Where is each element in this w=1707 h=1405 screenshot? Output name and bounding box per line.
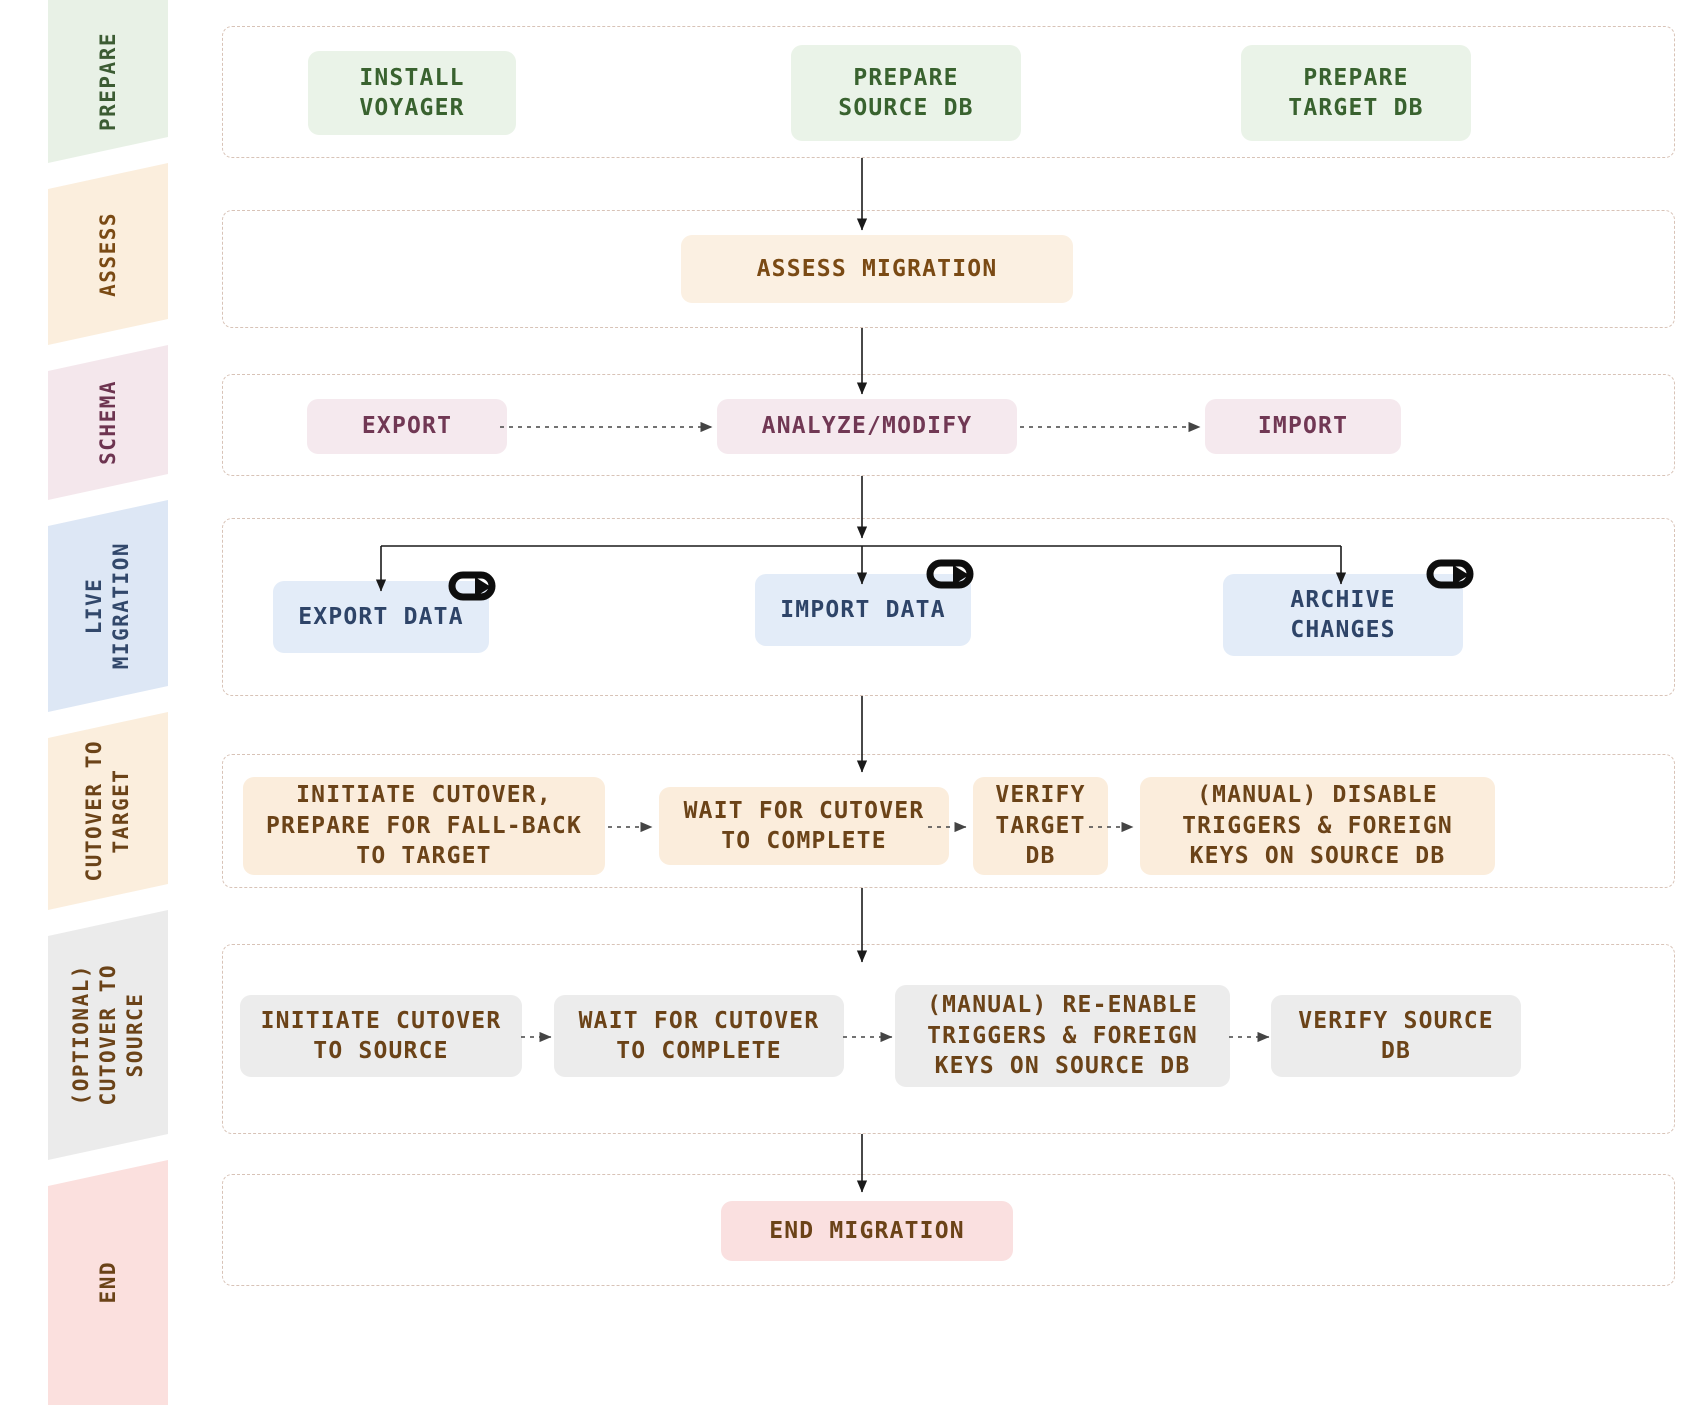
node-archive-changes[interactable]: ARCHIVE CHANGES — [1223, 574, 1463, 656]
phase-band-cutover-target[interactable]: CUTOVER TO TARGET — [48, 712, 168, 910]
repeat-loop-icon — [923, 549, 981, 593]
node-schema-analyze[interactable]: ANALYZE/MODIFY — [717, 399, 1017, 454]
phase-label-prepare: PREPARE — [95, 31, 120, 131]
node-install-voyager[interactable]: INSTALL VOYAGER — [308, 51, 516, 135]
phase-label-cutover-target: CUTOVER TO TARGET — [82, 740, 133, 882]
flow-lanes: INSTALL VOYAGER PREPARE SOURCE DB PREPARE … — [222, 0, 1677, 1405]
node-prepare-target-db[interactable]: PREPARE TARGET DB — [1241, 45, 1471, 141]
node-verify-source-db[interactable]: VERIFY SOURCE DB — [1271, 995, 1521, 1077]
node-disable-triggers-source[interactable]: (MANUAL) DISABLE TRIGGERS & FOREIGN KEYS… — [1140, 777, 1495, 875]
phase-label-assess: ASSESS — [95, 211, 120, 297]
phase-label-live-migration: LIVE MIGRATION — [82, 542, 133, 670]
node-schema-import[interactable]: IMPORT — [1205, 399, 1401, 454]
lane-cutover-source: INITIATE CUTOVER TO SOURCE WAIT FOR CUTOV… — [222, 944, 1675, 1134]
node-prepare-source-db[interactable]: PREPARE SOURCE DB — [791, 45, 1021, 141]
phase-band-live-migration[interactable]: LIVE MIGRATION — [48, 500, 168, 712]
phase-band-assess[interactable]: ASSESS — [48, 163, 168, 345]
phase-label-end: END — [95, 1261, 120, 1304]
node-wait-for-cutover-target[interactable]: WAIT FOR CUTOVER TO COMPLETE — [659, 787, 949, 865]
node-assess-migration[interactable]: ASSESS MIGRATION — [681, 235, 1073, 303]
node-reenable-triggers-source[interactable]: (MANUAL) RE-ENABLE TRIGGERS & FOREIGN KE… — [895, 985, 1230, 1087]
node-initiate-cutover-source[interactable]: INITIATE CUTOVER TO SOURCE — [240, 995, 522, 1077]
phase-band-end[interactable]: END — [48, 1160, 168, 1405]
node-wait-for-cutover-source[interactable]: WAIT FOR CUTOVER TO COMPLETE — [554, 995, 844, 1077]
phase-rail: PREPARE ASSESS SCHEMA LIVE MIGRATION CUTOVER… — [48, 0, 168, 1405]
phase-band-schema[interactable]: SCHEMA — [48, 345, 168, 500]
repeat-loop-icon — [445, 561, 503, 605]
phase-label-cutover-source: (OPTIONAL) CUTOVER TO SOURCE — [68, 964, 147, 1106]
node-end-migration[interactable]: END MIGRATION — [721, 1201, 1013, 1261]
phase-label-schema: SCHEMA — [95, 380, 120, 465]
lane-schema: EXPORT ANALYZE/MODIFY IMPORT — [222, 374, 1675, 476]
node-initiate-cutover-target[interactable]: INITIATE CUTOVER, PREPARE FOR FALL-BACK … — [243, 777, 605, 875]
node-schema-export[interactable]: EXPORT — [307, 399, 507, 454]
phase-band-cutover-source[interactable]: (OPTIONAL) CUTOVER TO SOURCE — [48, 910, 168, 1160]
repeat-loop-icon — [1423, 549, 1481, 593]
lane-assess: ASSESS MIGRATION — [222, 210, 1675, 328]
lane-end: END MIGRATION — [222, 1174, 1675, 1286]
phase-band-prepare[interactable]: PREPARE — [48, 0, 168, 163]
lane-prepare: INSTALL VOYAGER PREPARE SOURCE DB PREPARE … — [222, 26, 1675, 158]
lane-cutover-target: INITIATE CUTOVER, PREPARE FOR FALL-BACK … — [222, 754, 1675, 888]
node-verify-target-db[interactable]: VERIFY TARGET DB — [973, 777, 1108, 875]
